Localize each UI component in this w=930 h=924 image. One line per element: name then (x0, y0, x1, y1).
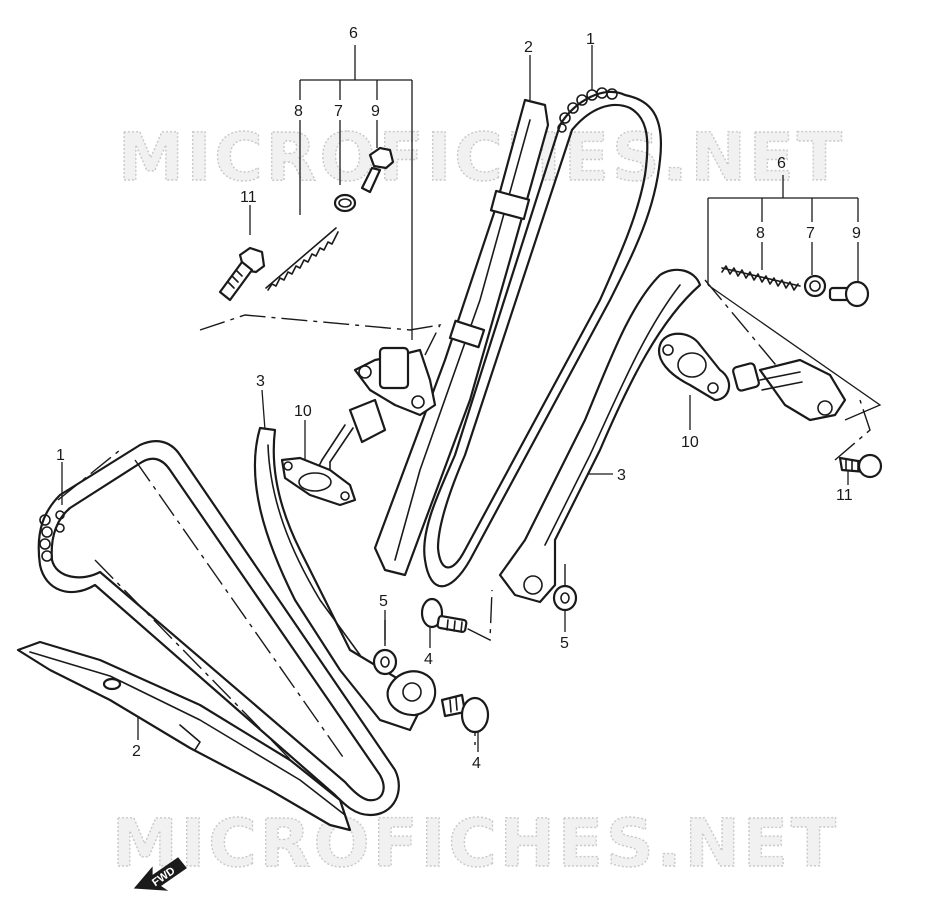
label-5-left: 5 (379, 593, 388, 610)
label-2-lower: 2 (132, 743, 141, 760)
tensioner-assembly-right (732, 358, 847, 422)
spring-left (265, 227, 339, 291)
label-7-left: 7 (334, 103, 343, 120)
label-1-upper: 1 (586, 31, 595, 48)
label-9-left: 9 (371, 103, 380, 120)
label-6-left: 6 (349, 25, 358, 42)
cap-bolt-left (360, 146, 395, 194)
o-ring-left-inner (338, 198, 352, 208)
pivot-bolt-upper (420, 597, 468, 633)
tensioner-arm-right (498, 268, 702, 604)
chain-guide-upper (373, 98, 550, 577)
bolt-left (218, 246, 266, 302)
cam-chain-right (423, 87, 663, 588)
cam-chain-left (37, 440, 400, 817)
o-ring-left (333, 193, 357, 213)
chain-links (557, 87, 618, 133)
label-7-right: 7 (806, 225, 815, 242)
tensioner-arm-left (253, 426, 437, 732)
label-11-right: 11 (836, 487, 853, 504)
cap-bolt-right (828, 280, 870, 308)
gasket-right (657, 332, 731, 402)
part-labels: 6 8 7 9 11 2 1 6 8 7 9 3 10 1 10 3 11 5 … (56, 25, 861, 772)
label-4-upper: 4 (424, 651, 433, 668)
gasket-left (280, 456, 357, 507)
o-ring-right-inner (809, 280, 821, 292)
bolt-right (838, 453, 883, 479)
label-8-left: 8 (294, 103, 303, 120)
spring-right (721, 265, 801, 291)
label-1-left: 1 (56, 447, 65, 464)
label-3-left: 3 (256, 373, 265, 390)
label-3-right: 3 (617, 467, 626, 484)
label-6-right: 6 (777, 155, 786, 172)
chain-guide-lower (16, 640, 352, 832)
chain-links-left (39, 510, 65, 562)
watermark-top: MICROFICHES.NET (118, 119, 845, 196)
label-5-right: 5 (560, 635, 569, 652)
o-ring-right (803, 274, 827, 298)
label-8-right: 8 (756, 225, 765, 242)
pivot-bolt-lower (440, 693, 490, 734)
label-10-left: 10 (294, 403, 312, 420)
washer-right (552, 584, 578, 612)
label-4-lower: 4 (472, 755, 481, 772)
tensioner-assembly-left (317, 346, 437, 471)
label-2-upper: 2 (524, 39, 533, 56)
washer-left (372, 648, 398, 676)
label-11-left: 11 (240, 189, 257, 206)
label-9-right: 9 (852, 225, 861, 242)
label-10-right: 10 (681, 434, 699, 451)
watermark-bottom: MICROFICHES.NET (112, 805, 839, 882)
